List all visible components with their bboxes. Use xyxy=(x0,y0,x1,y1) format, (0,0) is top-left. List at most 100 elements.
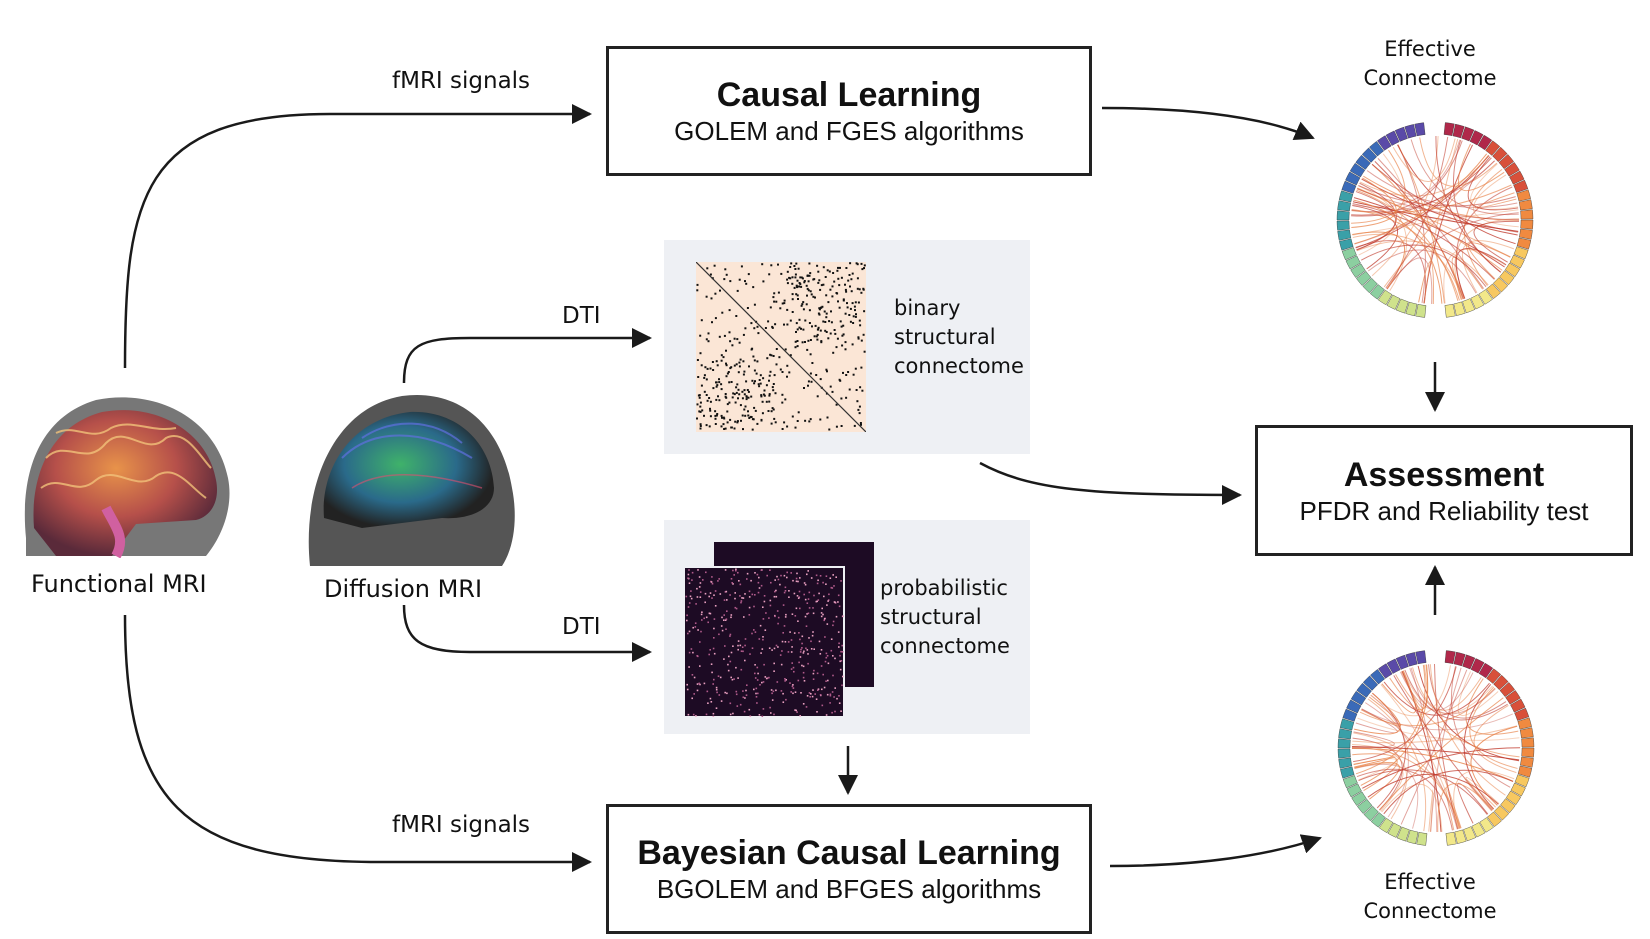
matrix-cell xyxy=(788,596,790,598)
matrix-cell xyxy=(838,646,840,648)
matrix-cell xyxy=(774,590,776,593)
matrix-cell xyxy=(834,710,836,713)
chord-link xyxy=(1383,769,1514,815)
matrix-cell xyxy=(763,595,766,597)
matrix-cell xyxy=(786,425,789,428)
matrix-cell xyxy=(820,340,823,343)
matrix-cell xyxy=(818,307,821,310)
matrix-cell xyxy=(725,364,728,367)
matrix-cell xyxy=(790,639,793,641)
matrix-cell xyxy=(771,692,773,695)
matrix-cell xyxy=(738,278,741,281)
matrix-cell xyxy=(784,616,787,618)
matrix-cell xyxy=(805,284,808,287)
matrix-cell xyxy=(806,287,809,290)
matrix-cell xyxy=(797,597,800,599)
chord-segment xyxy=(1509,254,1525,269)
matrix-cell xyxy=(815,374,818,376)
matrix-cell xyxy=(808,607,811,609)
chord-link xyxy=(1360,244,1487,288)
chord-link xyxy=(1359,687,1496,727)
matrix-cell xyxy=(742,428,744,431)
binary-label-line3: connectome xyxy=(894,354,1024,378)
matrix-cell xyxy=(700,319,703,322)
matrix-cell xyxy=(801,635,804,638)
matrix-cell xyxy=(848,388,851,391)
matrix-cell xyxy=(787,651,790,653)
matrix-cell xyxy=(736,421,739,424)
functional-mri-brain-image xyxy=(24,397,230,558)
chord-segment xyxy=(1443,122,1455,136)
matrix-cell xyxy=(780,690,783,692)
matrix-cell xyxy=(784,680,786,682)
matrix-cell xyxy=(860,262,863,265)
chord-segment xyxy=(1339,238,1354,251)
matrix-cell xyxy=(791,298,794,301)
matrix-cell xyxy=(730,651,733,654)
matrix-cell xyxy=(842,299,845,302)
matrix-cell xyxy=(708,653,710,656)
matrix-cell xyxy=(742,690,744,692)
matrix-cell xyxy=(699,683,701,686)
matrix-cell xyxy=(816,264,819,267)
matrix-cell xyxy=(826,655,829,657)
matrix-cell xyxy=(852,373,855,376)
chord-link xyxy=(1457,143,1505,192)
matrix-cell xyxy=(786,375,788,378)
matrix-cell xyxy=(750,395,753,398)
matrix-cell xyxy=(715,360,718,363)
matrix-cell xyxy=(715,688,718,691)
matrix-cell xyxy=(737,640,740,642)
chord-segment xyxy=(1520,756,1534,768)
matrix-cell xyxy=(729,418,732,421)
matrix-cell xyxy=(776,575,778,578)
matrix-cell xyxy=(855,262,858,265)
matrix-cell xyxy=(723,278,726,281)
matrix-cell xyxy=(729,635,731,637)
matrix-cell xyxy=(704,366,707,369)
matrix-cell xyxy=(774,421,777,424)
matrix-cell xyxy=(816,328,819,331)
chord-link xyxy=(1450,666,1511,788)
matrix-cell xyxy=(761,681,763,684)
matrix-cell xyxy=(791,646,793,648)
matrix-cell xyxy=(747,390,750,393)
chord-segment xyxy=(1461,126,1475,142)
matrix-cell xyxy=(743,408,746,411)
chord-link xyxy=(1385,136,1449,289)
matrix-cell xyxy=(828,593,830,596)
effective-connectome-top-chord xyxy=(1336,122,1534,318)
matrix-cell xyxy=(791,613,794,615)
chord-segment xyxy=(1404,124,1417,139)
matrix-cell xyxy=(703,617,705,620)
matrix-cell xyxy=(795,293,798,296)
matrix-cell xyxy=(720,383,723,386)
matrix-cell xyxy=(707,621,709,624)
matrix-cell xyxy=(806,294,808,297)
matrix-cell xyxy=(753,382,756,385)
chord-segment xyxy=(1337,229,1352,241)
matrix-cell xyxy=(724,645,726,647)
matrix-cell xyxy=(847,371,850,373)
matrix-cell xyxy=(718,335,721,338)
chord-segment xyxy=(1414,122,1426,137)
chord-segment xyxy=(1521,747,1535,758)
matrix-cell xyxy=(744,280,746,283)
matrix-cell xyxy=(701,611,703,613)
matrix-cell xyxy=(834,601,836,604)
matrix-cell xyxy=(812,631,814,633)
matrix-cell xyxy=(786,571,788,574)
matrix-cell xyxy=(825,316,828,319)
matrix-cell xyxy=(731,396,734,399)
chord-link xyxy=(1367,698,1427,832)
matrix-cell xyxy=(838,306,841,309)
matrix-cell xyxy=(784,586,787,589)
matrix-cell xyxy=(725,273,728,276)
matrix-cell xyxy=(800,276,803,279)
matrix-cell xyxy=(823,686,826,689)
chord-link xyxy=(1355,191,1397,251)
matrix-cell xyxy=(813,648,815,650)
matrix-cell xyxy=(747,273,750,276)
matrix-cell xyxy=(793,632,796,634)
matrix-cell xyxy=(819,288,822,291)
